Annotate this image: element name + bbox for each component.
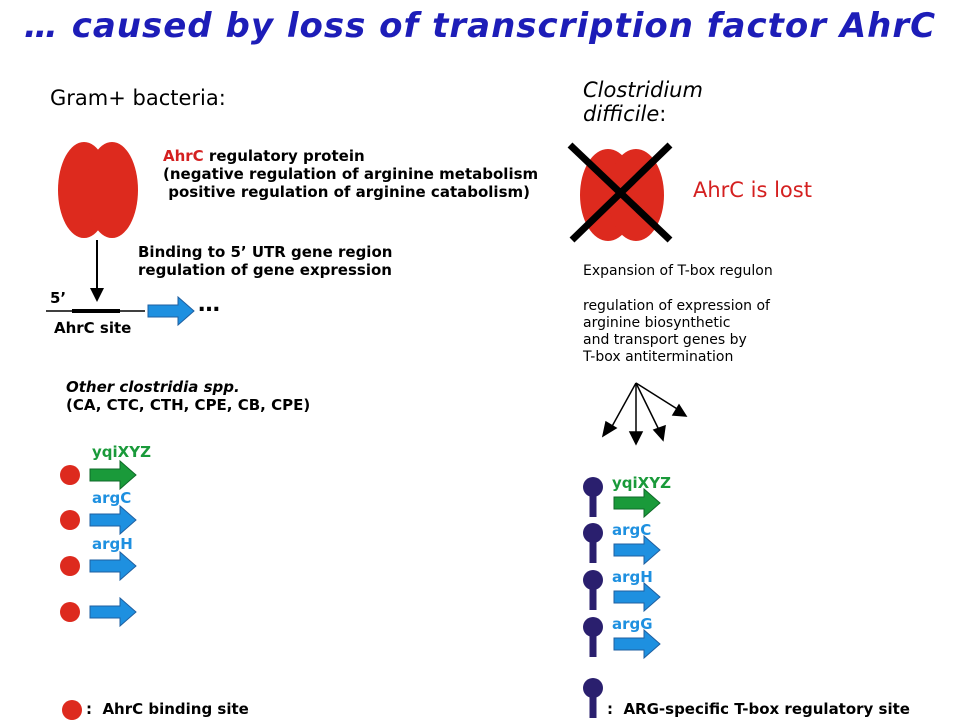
left-gene-rows: [60, 460, 137, 627]
regulation-text: regulation of expression of arginine bio…: [583, 298, 770, 365]
legend-ahrc-site-icon: [62, 700, 82, 720]
protein-name: AhrC: [163, 147, 204, 165]
ahrc-site-icon: [60, 602, 80, 622]
ahrc-protein-icon: [58, 142, 138, 238]
legend-tbox-icon: [583, 678, 603, 718]
left-gene-label-3: argH: [92, 535, 133, 553]
legend-ahrc-site: : AhrC binding site: [86, 700, 249, 718]
right-gene-label-4: argG: [612, 615, 653, 633]
ahrc-site-icon: [60, 465, 80, 485]
expansion-text: Expansion of T-box regulon: [583, 263, 773, 279]
right-header: Clostridium difficile:: [583, 78, 703, 126]
left-gene-label-2: argC: [92, 489, 132, 507]
ahrc-site-icon: [60, 510, 80, 530]
ellipsis: …: [198, 292, 220, 317]
dna-line: [46, 296, 195, 326]
ahrc-lost-icon: [567, 142, 673, 243]
binding-description: Binding to 5’ UTR gene region regulation…: [138, 243, 393, 279]
ahrc-lost-text: AhrC is lost: [693, 178, 812, 202]
right-gene-label-2: argC: [612, 521, 652, 539]
binding-arrow: [90, 240, 104, 302]
expansion-arrows: [601, 382, 688, 446]
right-gene-label-3: argH: [612, 568, 653, 586]
ahrc-site-icon: [60, 556, 80, 576]
left-gene-label-1: yqiXYZ: [92, 443, 151, 461]
page-title: … caused by loss of transcription factor…: [23, 6, 937, 46]
clostridia-description: Other clostridia spp. (CA, CTC, CTH, CPE…: [66, 378, 311, 414]
five-prime-label: 5’: [50, 289, 67, 307]
protein-description: AhrC regulatory protein (negative regula…: [163, 147, 539, 201]
legend-tbox-site: : ARG-specific T-box regulatory site: [607, 700, 910, 718]
right-gene-label-1: yqiXYZ: [612, 474, 671, 492]
ahrc-site-label: AhrC site: [54, 319, 132, 337]
left-header: Gram+ bacteria:: [50, 86, 226, 110]
